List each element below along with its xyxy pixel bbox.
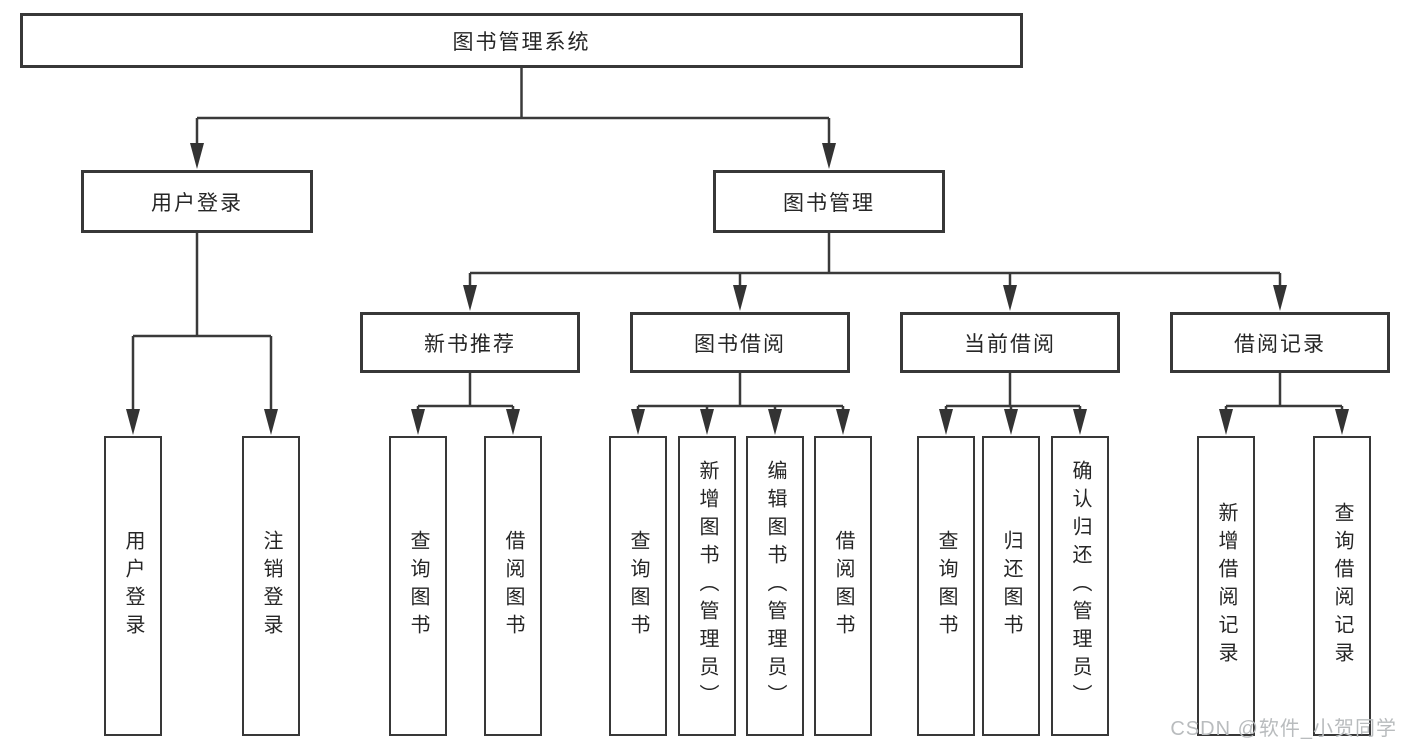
node-label: 编辑图书（管理员）: [764, 460, 786, 712]
node-label: 用户登录: [122, 530, 144, 642]
leaf-query-borrow-record: 查询借阅记录: [1313, 436, 1371, 736]
node-label: 确认归还（管理员）: [1069, 460, 1091, 712]
leaf-borrow-books: 借阅图书: [814, 436, 872, 736]
leaf-logout: 注销登录: [242, 436, 300, 736]
node-label: 图书管理: [783, 191, 875, 215]
node-current-borrow: 当前借阅: [900, 312, 1120, 373]
leaf-add-borrow-record: 新增借阅记录: [1197, 436, 1255, 736]
node-label: 图书借阅: [694, 332, 786, 356]
watermark: CSDN @软件_小贺同学: [1170, 718, 1397, 740]
leaf-confirm-return-admin: 确认归还（管理员）: [1051, 436, 1109, 736]
node-book-management: 图书管理: [713, 170, 945, 233]
node-label: 借阅图书: [832, 530, 854, 642]
node-label: 注销登录: [260, 530, 282, 642]
node-user-login: 用户登录: [81, 170, 313, 233]
leaf-return-books: 归还图书: [982, 436, 1040, 736]
node-library-management-system: 图书管理系统: [20, 13, 1023, 68]
arrowheads: [126, 143, 1349, 435]
node-book-borrow: 图书借阅: [630, 312, 850, 373]
leaf-user-login: 用户登录: [104, 436, 162, 736]
node-label: 新增图书（管理员）: [696, 460, 718, 712]
leaf-borrow-books-recommend: 借阅图书: [484, 436, 542, 736]
node-label: 借阅记录: [1234, 332, 1326, 356]
node-label: 归还图书: [1000, 530, 1022, 642]
leaf-query-books-recommend: 查询图书: [389, 436, 447, 736]
node-borrow-records: 借阅记录: [1170, 312, 1390, 373]
node-label: 新书推荐: [424, 332, 516, 356]
node-label: 借阅图书: [502, 530, 524, 642]
node-label: 查询图书: [935, 530, 957, 642]
node-label: 查询图书: [627, 530, 649, 642]
leaf-query-books-borrow: 查询图书: [609, 436, 667, 736]
node-new-book-recommend: 新书推荐: [360, 312, 580, 373]
node-label: 当前借阅: [964, 332, 1056, 356]
leaf-query-books-current: 查询图书: [917, 436, 975, 736]
node-label: 用户登录: [151, 191, 243, 215]
node-label: 新增借阅记录: [1215, 502, 1237, 670]
leaf-edit-books-admin: 编辑图书（管理员）: [746, 436, 804, 736]
node-label: 查询图书: [407, 530, 429, 642]
node-label: 图书管理系统: [452, 30, 591, 54]
node-label: 查询借阅记录: [1331, 502, 1353, 670]
leaf-add-books-admin: 新增图书（管理员）: [678, 436, 736, 736]
